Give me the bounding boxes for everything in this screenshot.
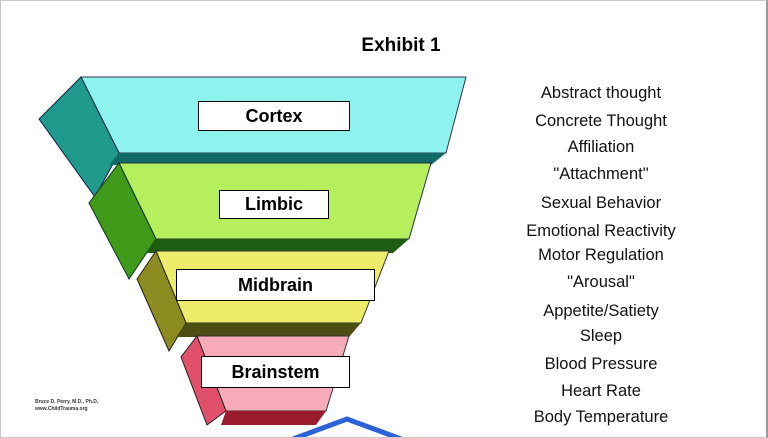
function-item: Concrete Thought [535,112,667,130]
credit-author: Bruce D. Perry, M.D., Ph.D. [35,399,99,405]
layer-label-brainstem: Brainstem [201,356,350,388]
function-item: Sexual Behavior [540,194,662,212]
function-item: Emotional Reactivity [526,222,676,240]
figure-title: Exhibit 1 [361,35,441,56]
layer-label-cortex: Cortex [198,101,350,131]
arrow-icon [292,416,402,437]
credit-website: www.ChildTrauma.org [35,406,88,412]
function-item: Sleep [579,327,623,345]
function-item: Abstract thought [540,84,662,102]
function-item: Blood Pressure [544,355,658,373]
function-item: "Attachment" [553,165,649,183]
function-item: Heart Rate [561,382,641,400]
function-item: Body Temperature [533,408,669,426]
layer-label-limbic: Limbic [219,190,329,219]
function-item: "Arousal" [567,273,635,291]
function-item: Appetite/Satiety [543,302,659,320]
author-credit: Bruce D. Perry, M.D., Ph.D. www.ChildTra… [35,399,98,413]
function-item: Affiliation [567,138,635,156]
limbic-layer [88,162,432,280]
function-item: Motor Regulation [538,246,664,264]
layer-label-midbrain: Midbrain [176,269,375,301]
